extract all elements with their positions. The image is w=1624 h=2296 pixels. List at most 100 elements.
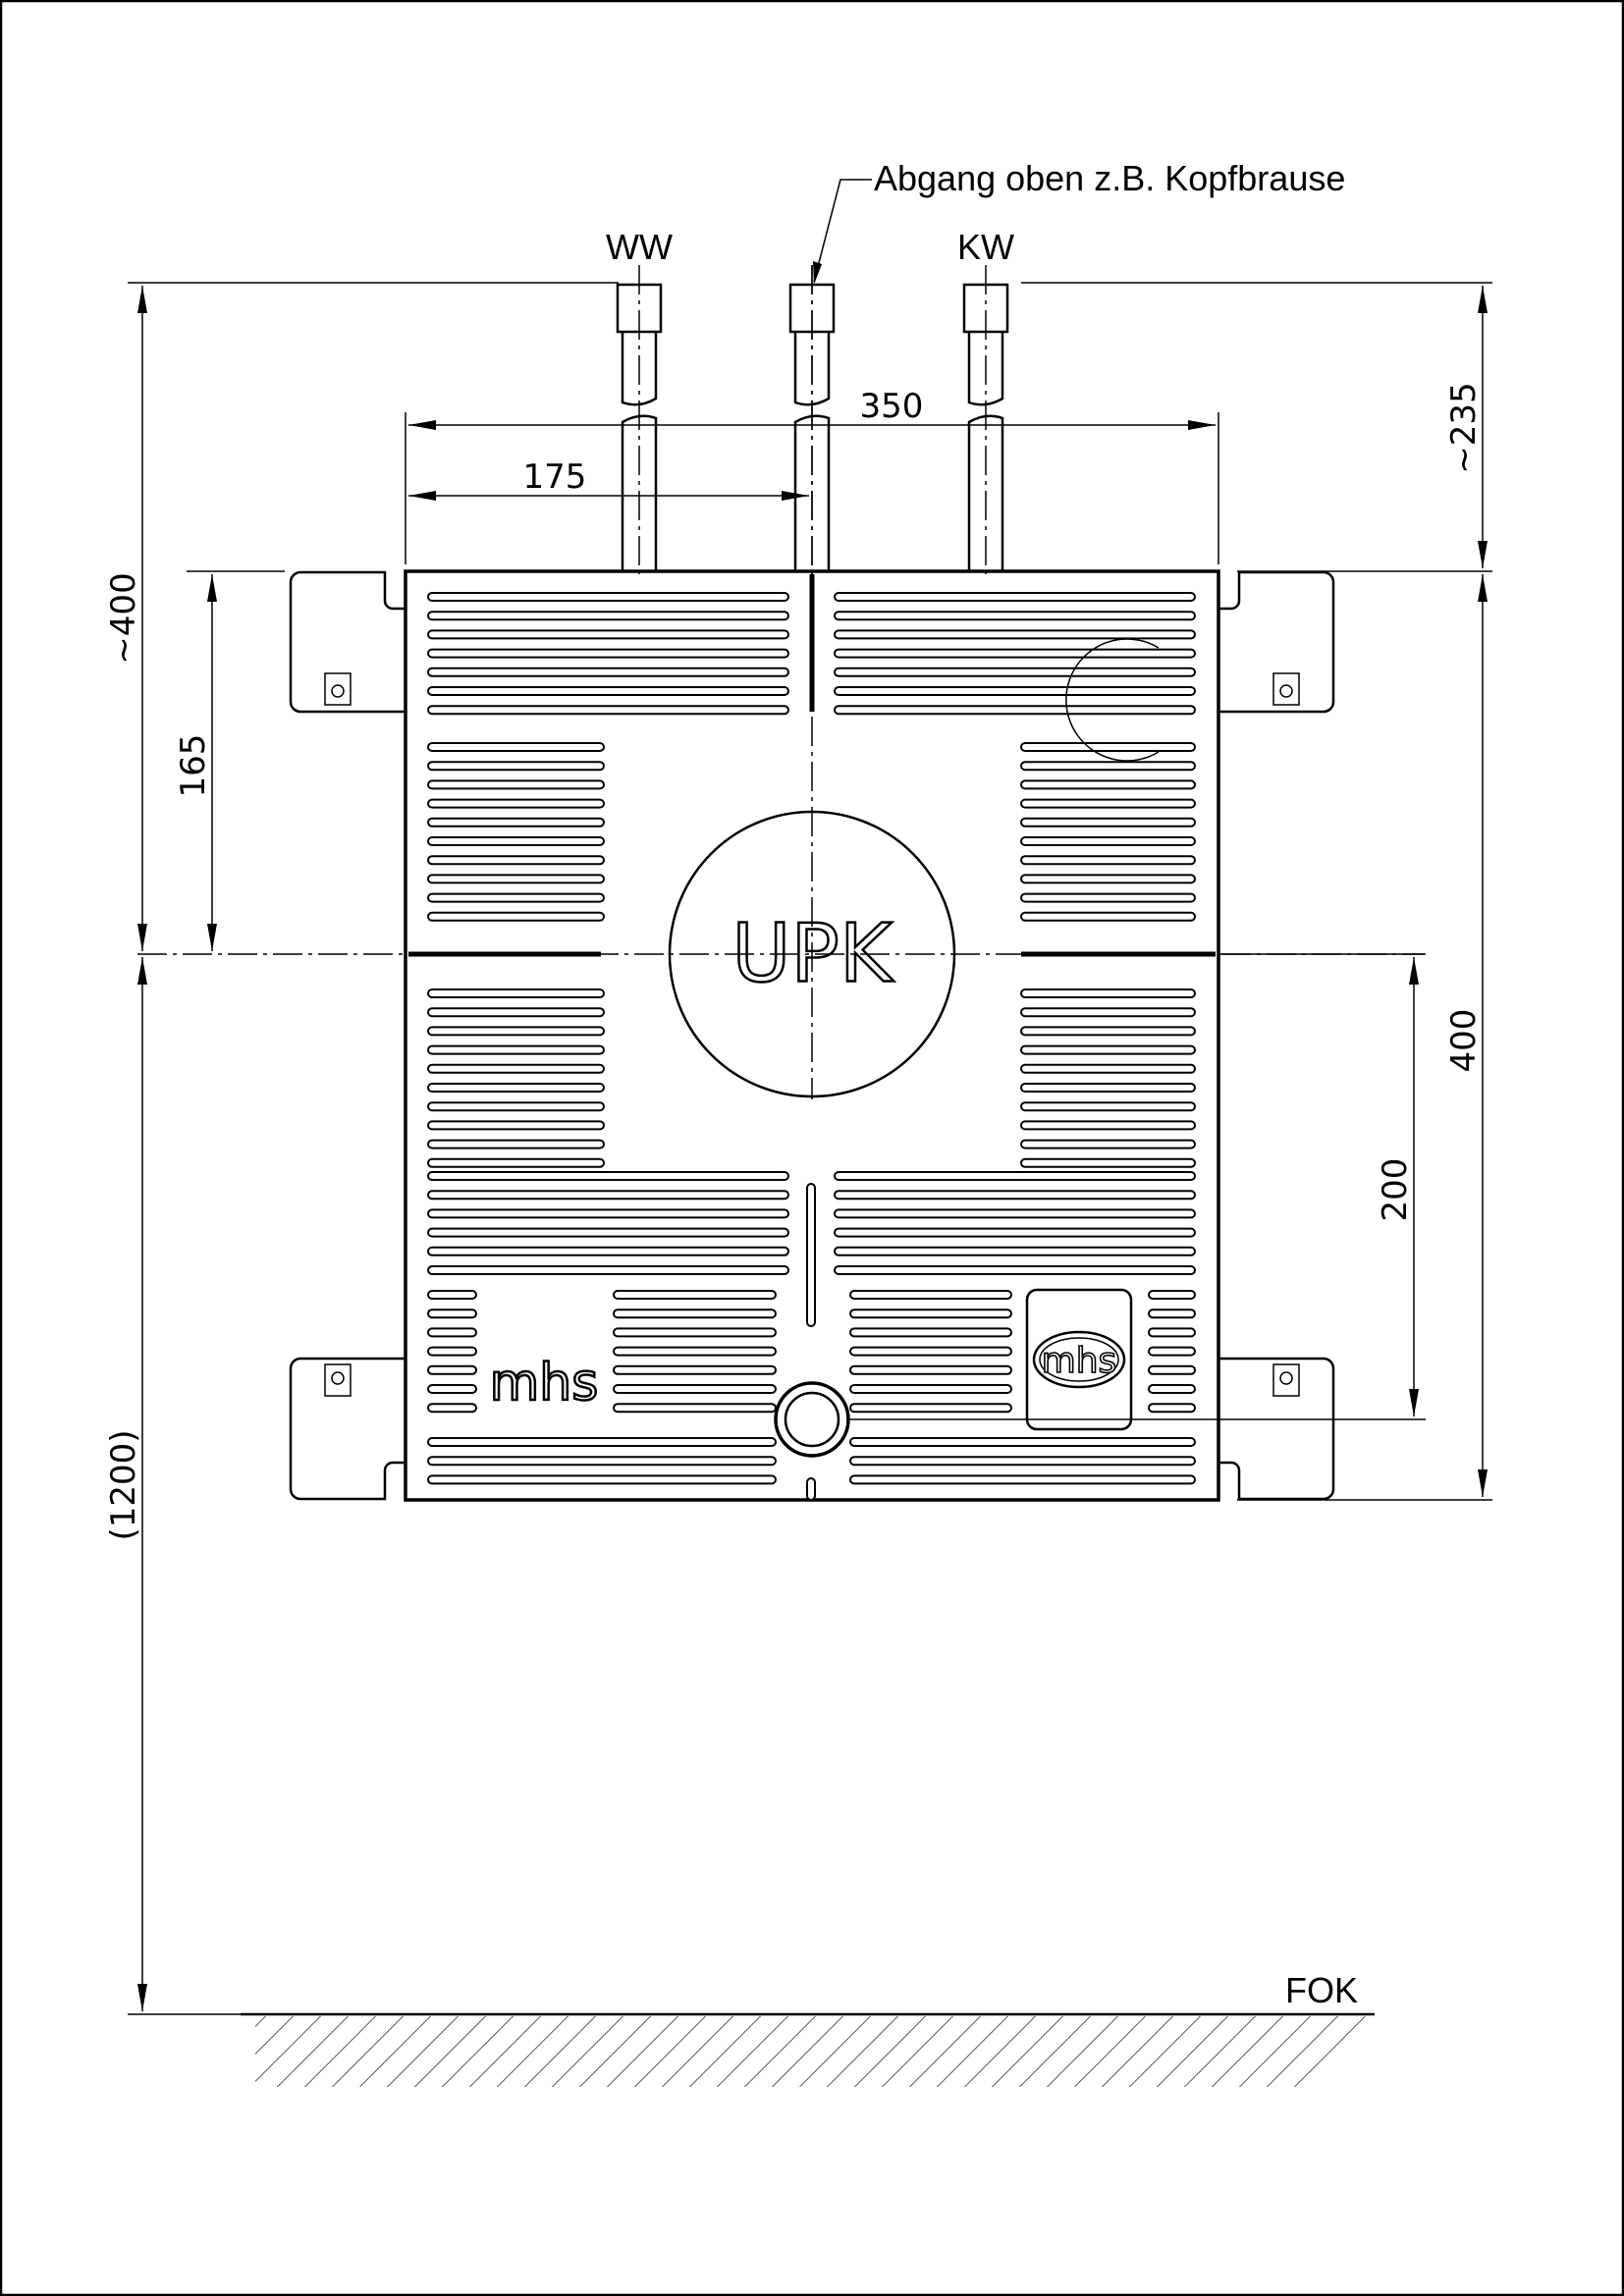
dim-pipe-length: ~235 bbox=[1444, 382, 1484, 473]
mhs-badge-text: mhs bbox=[1042, 1341, 1117, 1381]
vent-slot bbox=[849, 1308, 1012, 1319]
module-body: UPK mhs mhs bbox=[289, 569, 1335, 1502]
mhs-logo-text: mhs bbox=[490, 1354, 599, 1413]
vent-slot bbox=[849, 1346, 1012, 1357]
vent-slot bbox=[427, 988, 605, 998]
vent-slot bbox=[834, 1171, 1196, 1181]
vent-slot bbox=[834, 611, 1196, 621]
vent-slot bbox=[613, 1308, 777, 1319]
vent-slot bbox=[427, 1403, 477, 1414]
vent-slot bbox=[834, 667, 1196, 677]
vent-slot bbox=[427, 1190, 789, 1201]
vent-slot bbox=[427, 742, 605, 752]
vent-slot bbox=[427, 1290, 477, 1300]
label-top-outlet: Abgang oben z.B. Kopfbrause bbox=[874, 158, 1345, 198]
mhs-badge bbox=[1025, 1288, 1133, 1431]
vent-slot bbox=[613, 1384, 777, 1394]
vent-slot bbox=[1020, 1007, 1196, 1018]
dim-top-to-axis: ~400 bbox=[104, 572, 143, 664]
dim-overall-width: 350 bbox=[860, 387, 924, 426]
vent-slot bbox=[427, 855, 605, 866]
vent-slot bbox=[1148, 1290, 1196, 1300]
floor-level: FOK bbox=[177, 1970, 1394, 2087]
vent-slot bbox=[1020, 911, 1196, 922]
vent-slot bbox=[427, 611, 789, 621]
vent-slot bbox=[427, 1026, 605, 1037]
vent-slot bbox=[834, 1208, 1196, 1219]
vent-slot bbox=[849, 1364, 1012, 1375]
vent-slot bbox=[849, 1290, 1012, 1300]
vent-slot bbox=[427, 1384, 477, 1394]
vent-slot bbox=[427, 1437, 777, 1447]
vent-slot bbox=[1020, 855, 1196, 866]
vent-slot bbox=[1020, 1026, 1196, 1037]
mounting-bracket-top-right bbox=[1218, 570, 1335, 714]
label-cold-water: KW bbox=[957, 227, 1014, 267]
vent-slot bbox=[834, 1265, 1196, 1275]
dim-half-width: 175 bbox=[523, 457, 587, 497]
vent-slot bbox=[427, 1120, 605, 1131]
vent-slot bbox=[1148, 1327, 1196, 1338]
dim-axis-offset: 165 bbox=[174, 734, 213, 798]
vent-slot bbox=[427, 874, 605, 884]
vent-slot bbox=[1020, 798, 1196, 809]
vent-slot bbox=[849, 1327, 1012, 1338]
vent-slot bbox=[427, 705, 789, 716]
vent-slot bbox=[427, 1208, 789, 1219]
mounting-bracket-bottom-left bbox=[289, 1357, 406, 1501]
vent-slot bbox=[427, 1346, 477, 1357]
vent-slot bbox=[427, 1364, 477, 1375]
pipe-cold-water bbox=[962, 265, 1009, 574]
vent-slot bbox=[1020, 1063, 1196, 1074]
vent-slot bbox=[427, 1327, 477, 1338]
vent-slot bbox=[1020, 988, 1196, 998]
vent-slot bbox=[613, 1327, 777, 1338]
lower-outlet bbox=[774, 1381, 850, 1458]
vent-slot bbox=[834, 1190, 1196, 1201]
vent-slot bbox=[1020, 1139, 1196, 1149]
vent-slot bbox=[427, 1227, 789, 1238]
label-warm-water: WW bbox=[606, 227, 673, 267]
vent-slot bbox=[1148, 1364, 1196, 1375]
vent-slot bbox=[613, 1403, 777, 1414]
vent-slot bbox=[427, 1308, 477, 1319]
vent-slot bbox=[427, 592, 789, 602]
vent-slot bbox=[834, 705, 1196, 716]
dim-floor-height: (1200) bbox=[104, 1429, 143, 1540]
dim-body-height: 400 bbox=[1444, 1009, 1484, 1073]
vent-slot bbox=[834, 592, 1196, 602]
vent-slot bbox=[427, 1007, 605, 1018]
vent-slot bbox=[849, 1456, 1196, 1467]
vent-slot bbox=[834, 686, 1196, 696]
vent-slot bbox=[1148, 1346, 1196, 1357]
vent-slot bbox=[849, 1384, 1012, 1394]
vent-slot bbox=[427, 836, 605, 846]
vent-slot bbox=[1020, 892, 1196, 903]
vent-slot bbox=[427, 817, 605, 828]
vent-slot bbox=[834, 629, 1196, 640]
label-floor: FOK bbox=[1285, 1970, 1358, 2010]
vent-slot bbox=[427, 761, 605, 772]
vent-slot bbox=[1148, 1403, 1196, 1414]
vent-slot bbox=[427, 1456, 777, 1467]
vent-slot bbox=[1020, 1120, 1196, 1131]
vent-slot bbox=[427, 798, 605, 809]
vent-slot bbox=[427, 648, 789, 659]
vent-slot bbox=[427, 1044, 605, 1055]
vent-slot bbox=[427, 1157, 605, 1168]
vent-slot bbox=[427, 1246, 789, 1256]
vent-slot bbox=[427, 1139, 605, 1149]
vent-slot bbox=[427, 779, 605, 790]
vent-slot bbox=[427, 686, 789, 696]
vent-slot bbox=[427, 1101, 605, 1112]
vent-slot bbox=[1020, 874, 1196, 884]
vent-slot bbox=[849, 1437, 1196, 1447]
vent-slot bbox=[834, 1227, 1196, 1238]
dimensions: 350 175 ~235 400 200 ~400 165 bbox=[104, 282, 1492, 2015]
vent-slot bbox=[1020, 742, 1196, 752]
vent-slot bbox=[613, 1364, 777, 1375]
vent-slot bbox=[1148, 1308, 1196, 1319]
vent-slot bbox=[1020, 817, 1196, 828]
vent-slot bbox=[849, 1403, 1012, 1414]
vent-slot bbox=[1020, 779, 1196, 790]
